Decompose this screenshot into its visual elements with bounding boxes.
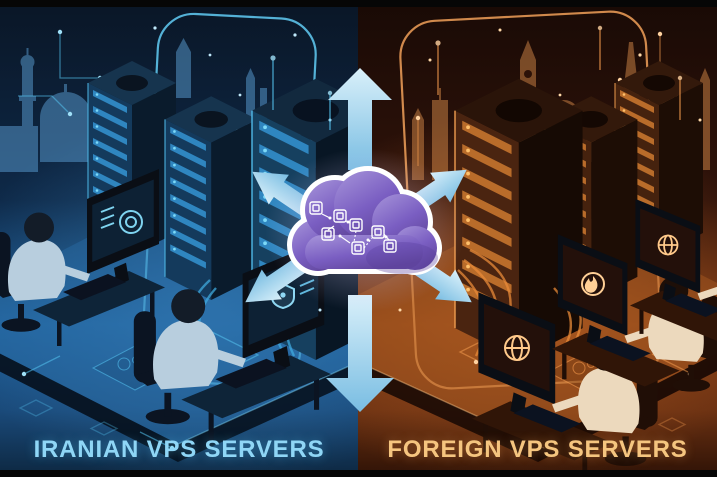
iranian-vps-scene bbox=[0, 0, 358, 477]
right-sparkles bbox=[398, 28, 702, 312]
server-rack bbox=[165, 96, 258, 300]
right-antennas bbox=[435, 25, 683, 120]
iranian-vps-label: IRANIAN VPS SERVERS bbox=[33, 436, 325, 463]
cloud-network-icon bbox=[309, 201, 397, 255]
left-sparkles bbox=[153, 26, 332, 312]
letterbox-bottom bbox=[0, 470, 717, 477]
flame-icon bbox=[581, 272, 605, 296]
foreign-vps-label: FOREIGN VPS SERVERS bbox=[387, 436, 688, 463]
globe-icon bbox=[657, 234, 679, 256]
gauge-icon bbox=[100, 206, 143, 234]
arrow-down-icon bbox=[326, 295, 394, 412]
arrow-up-icon bbox=[328, 68, 392, 170]
letterbox-top bbox=[0, 0, 717, 7]
globe-icon bbox=[504, 335, 530, 361]
data-transfer-arrows bbox=[235, 68, 482, 412]
left-antennas bbox=[270, 55, 333, 130]
